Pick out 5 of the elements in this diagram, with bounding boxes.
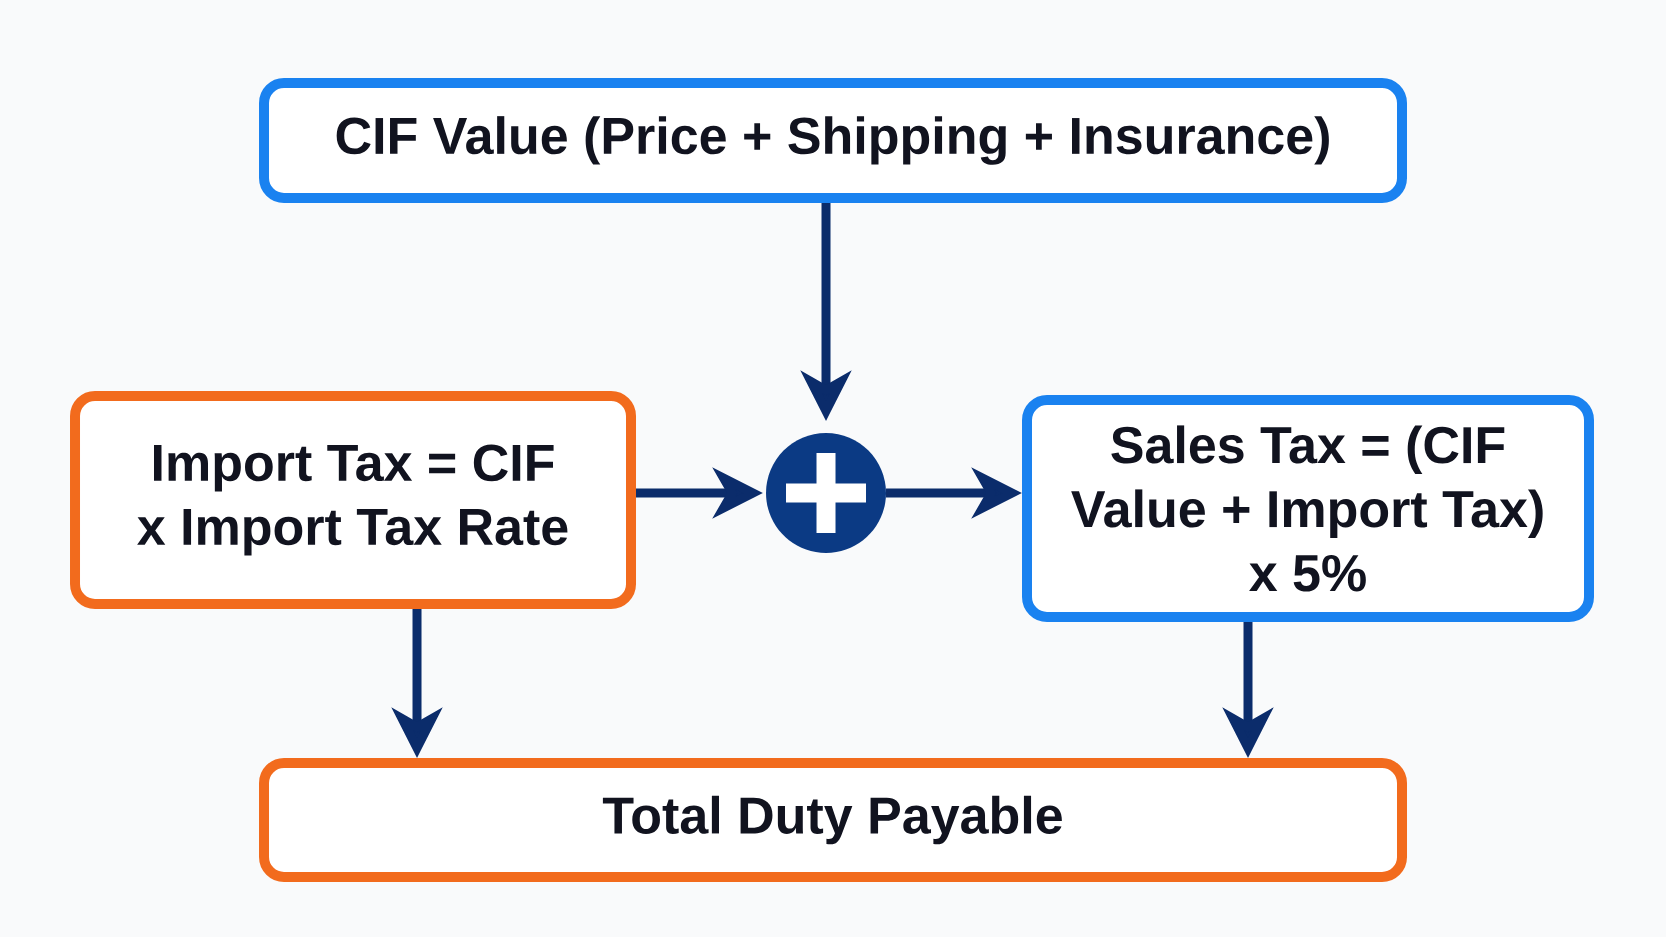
process-box: Sales Tax = (CIF Value + Import Tax) x 5%	[1022, 395, 1594, 622]
process-box: CIF Value (Price + Shipping + Insurance)	[259, 78, 1407, 203]
process-box: Import Tax = CIF x Import Tax Rate	[70, 391, 636, 609]
plus-circle	[766, 433, 886, 553]
process-box: Total Duty Payable	[259, 758, 1407, 882]
